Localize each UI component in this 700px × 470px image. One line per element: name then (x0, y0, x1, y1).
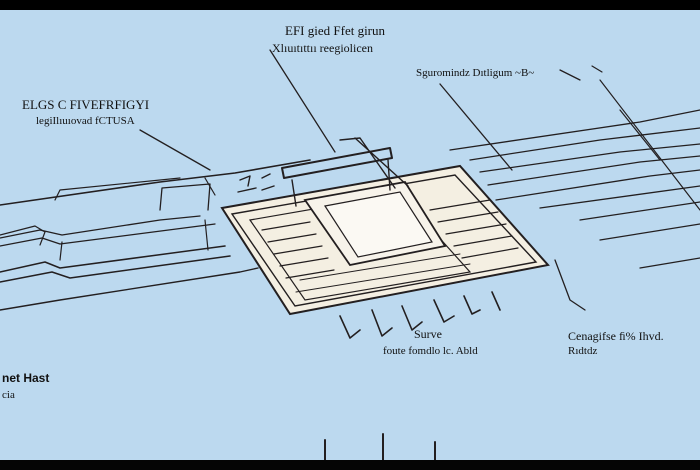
right-bottom-subtitle: Rıdtdz (568, 345, 598, 357)
top-subtitle: Xlıuıtıttıı reegiolicen (272, 41, 373, 55)
right-track-lines (449, 79, 700, 311)
center-bottom-subtitle: foute fomdlo lc. Abld (383, 345, 478, 357)
central-platform (220, 137, 550, 339)
left-subtitle: legiIlıuıovad fCTUSA (36, 115, 135, 127)
left-bottom-title: net Hast (2, 371, 50, 385)
center-bottom-title: Surve (414, 327, 442, 341)
left-track-lines (0, 159, 311, 311)
right-top-label: Sguromindz Dıtligum ~B~ (416, 67, 535, 79)
isometric-sketch (0, 49, 700, 460)
diagram-sheet: EFI gied Ffet girun Xlıuıtıttıı reegioli… (0, 10, 700, 460)
bottom-frame-bar (0, 460, 700, 470)
detail-marks (204, 173, 275, 196)
bottom-ticks (324, 433, 436, 460)
left-title: ELGS C FIVEFRFIGYI (22, 97, 150, 112)
leader-lines (139, 49, 603, 171)
left-bottom-subtitle: cia (2, 389, 15, 401)
top-title: EFI gied Ffet girun (285, 23, 386, 38)
right-bottom-title: Cenagifse ﬁ% Ihvd. (568, 329, 664, 343)
